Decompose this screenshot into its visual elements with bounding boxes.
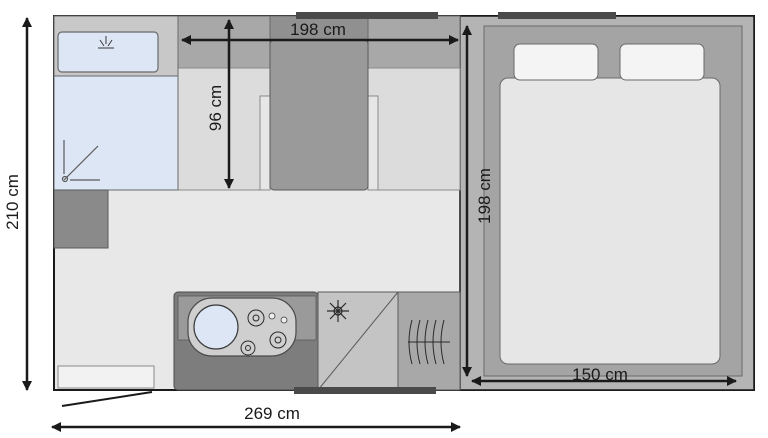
- washbasin: [57, 31, 159, 73]
- shower-head-icon: [98, 36, 114, 49]
- mattress: [499, 77, 721, 365]
- backrest-right: [367, 95, 379, 191]
- pillow-left: [513, 43, 599, 81]
- window-top-1: [296, 12, 438, 19]
- entry-step: [57, 365, 155, 389]
- dimension-label-bed-width: 150 cm: [572, 365, 628, 384]
- window-top-2: [498, 12, 616, 19]
- backrest-left: [259, 95, 271, 191]
- shower: [53, 75, 179, 191]
- heater: [397, 291, 461, 391]
- dinette-table: [269, 39, 369, 191]
- pillow-right: [619, 43, 705, 81]
- heater-icon: [408, 319, 450, 365]
- dimension-label-total-height: 210 cm: [3, 174, 22, 230]
- hob-knob-1: [268, 312, 276, 320]
- toilet-block: [53, 189, 109, 249]
- window-bottom: [294, 387, 436, 394]
- entry-door: [61, 391, 153, 407]
- dimension-label-bed-length: 198 cm: [475, 168, 494, 224]
- shower-drain-icon: [61, 140, 100, 183]
- dimension-label-bottom-width: 269 cm: [244, 404, 300, 423]
- kitchen-sink: [193, 304, 239, 350]
- dimension-label-seat-height: 96 cm: [206, 85, 225, 131]
- bench-right: [367, 67, 461, 191]
- hob-knob-2: [280, 316, 288, 324]
- snowflake-icon: [327, 300, 349, 322]
- fridge-diagonal: [317, 291, 399, 391]
- burner-icon: [240, 309, 287, 356]
- dimension-label-top-width: 198 cm: [290, 20, 346, 39]
